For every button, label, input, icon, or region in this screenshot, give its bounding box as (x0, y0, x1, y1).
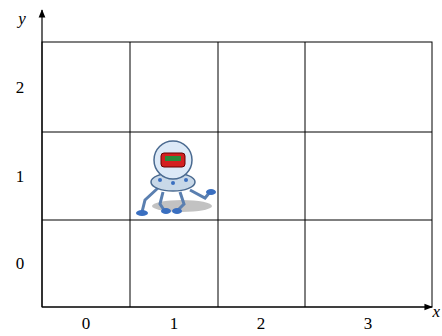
axis-label: x (432, 303, 440, 320)
x-axis (42, 306, 432, 307)
tick-label: 1 (170, 315, 179, 332)
axis-label: y (18, 10, 26, 27)
tick-label: 0 (16, 255, 25, 272)
robot-icon (136, 141, 216, 216)
grid-lines (42, 42, 432, 307)
y-axis (41, 10, 42, 307)
tick-label: 2 (257, 315, 266, 332)
tick-label: 1 (16, 168, 25, 185)
tick-label: 0 (82, 315, 91, 332)
tick-label: 2 (16, 79, 25, 96)
tick-label: 3 (364, 315, 373, 332)
